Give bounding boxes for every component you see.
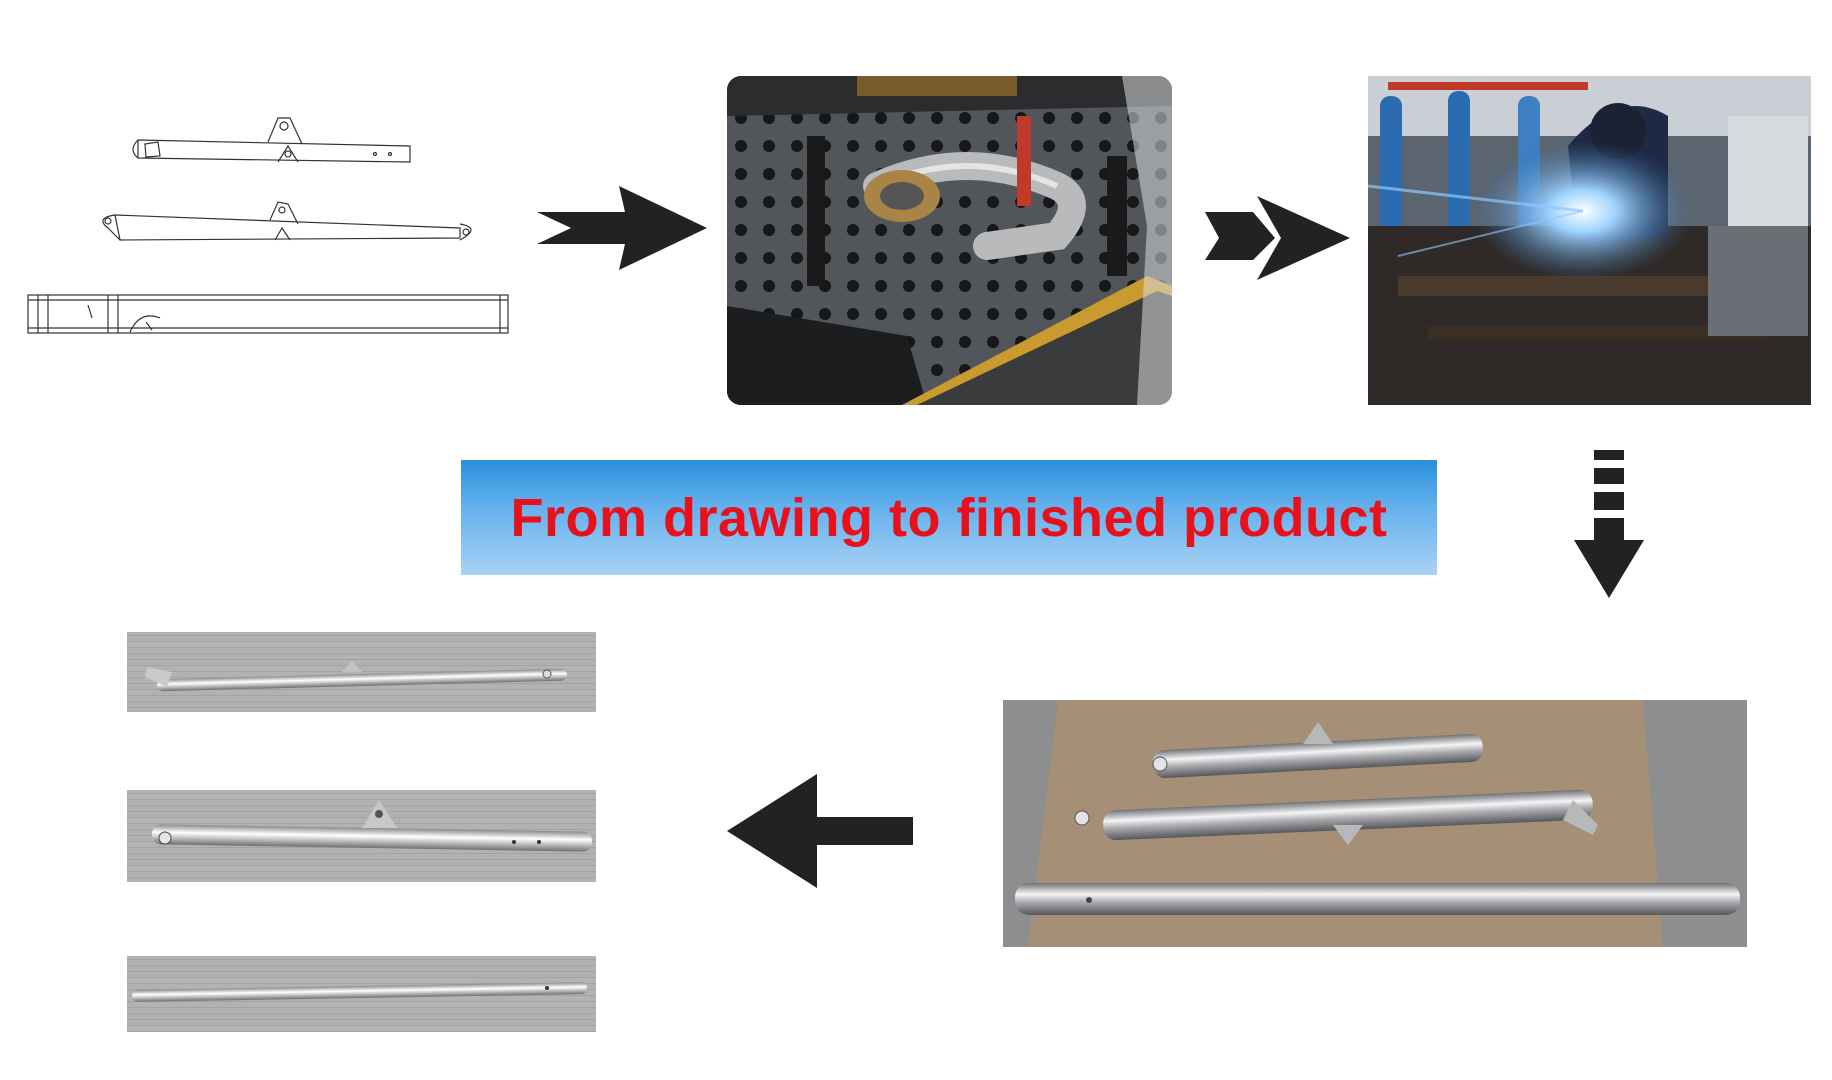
banner-title: From drawing to finished product [510,487,1388,548]
fixture-table-photo [727,76,1172,405]
finished-part-photo-3 [127,956,596,1032]
arrow-left [727,774,913,888]
drawing-illustration [27,117,509,334]
arrow-left-icon [727,774,913,888]
arrow-right-1 [537,186,707,270]
welding-photo [1368,76,1811,405]
arrow-right-icon [1205,196,1350,280]
title-banner: From drawing to finished product [461,460,1437,575]
finished-part-photo-1 [127,632,596,712]
technical-drawing [20,100,520,370]
arrow-down [1574,450,1644,598]
finished-part-photo-2 [127,790,596,882]
welded-parts-photo [1003,700,1747,947]
arrow-right-icon [537,186,707,270]
arrow-down-icon [1574,450,1644,598]
arrow-right-2 [1205,196,1350,280]
